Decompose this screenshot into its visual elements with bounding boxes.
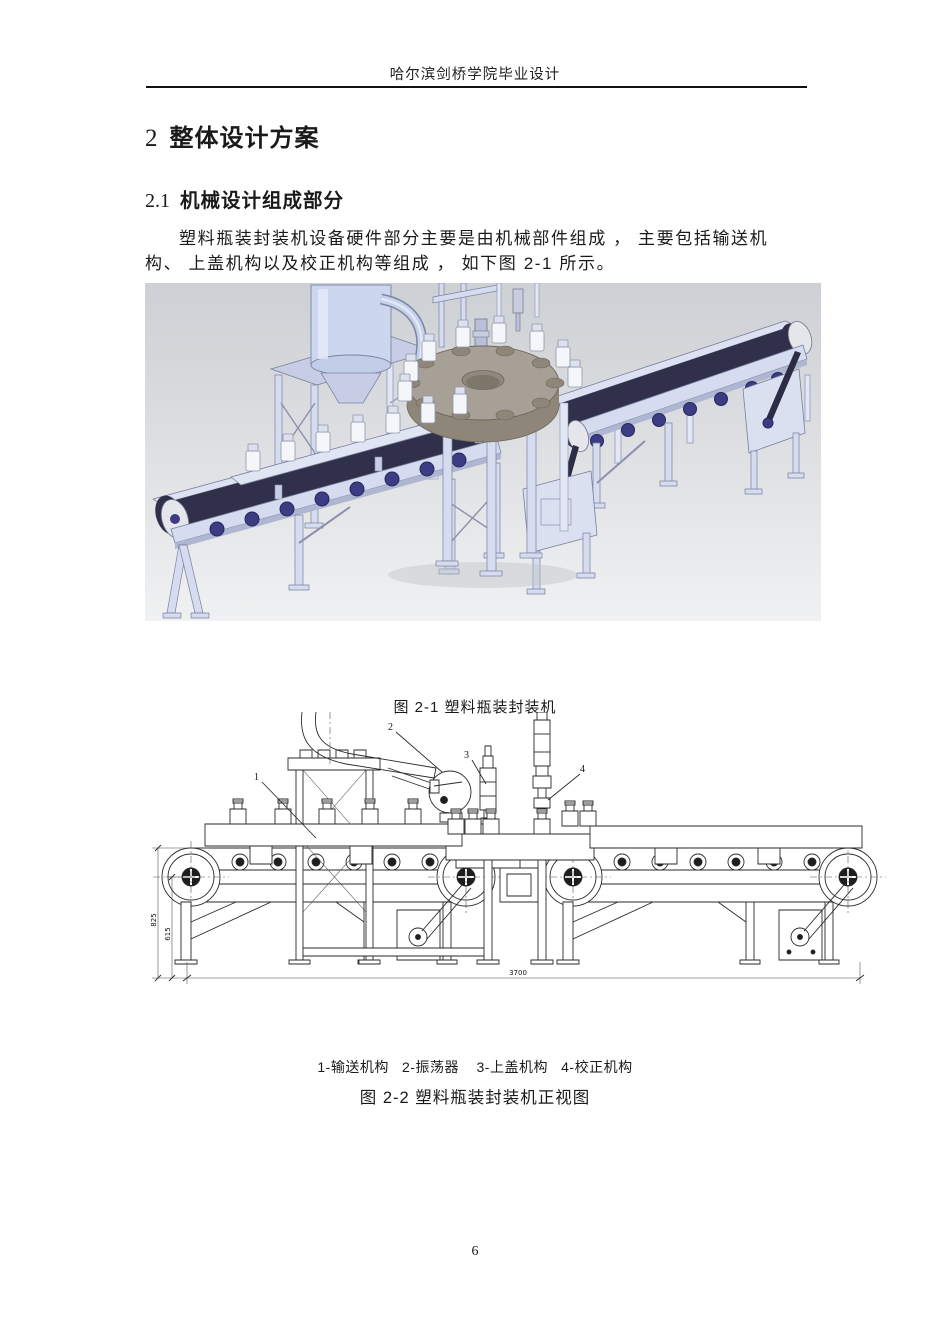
callout-3: 3 [464, 750, 469, 761]
dim-height-outer: 825 [150, 913, 158, 926]
section-number: 2.1 [145, 190, 170, 212]
callout-2: 2 [388, 722, 393, 733]
header-rule [146, 86, 807, 88]
figure-2-2-drawing: 1 2 3 4 825 615 3700 [150, 712, 887, 1012]
figure-2-1-caption: 图 2-1 塑料瓶装封装机 [393, 699, 557, 716]
dim-length-total: 3700 [509, 969, 527, 977]
bottle-rails-front [205, 798, 862, 864]
chapter-number: 2 [145, 125, 158, 152]
figure-2-2-caption: 图 2-2 塑料瓶装封装机正视图 [359, 1089, 591, 1107]
page-number: 6 [471, 1244, 479, 1259]
callout-labels: 1 2 3 4 [254, 722, 585, 838]
page-header-title: 哈尔滨剑桥学院毕业设计 [389, 67, 561, 83]
callout-1: 1 [254, 772, 259, 783]
figure-2-1-render [145, 283, 821, 621]
filling-gantry [432, 283, 540, 365]
figure-2-2-legend: 1-输送机构 2-振荡器 3-上盖机构 4-校正机构 [317, 1059, 633, 1075]
section-title: 机械设计组成部分 [180, 190, 345, 212]
dim-height-inner: 615 [164, 927, 172, 940]
callout-4: 4 [580, 764, 585, 775]
chapter-title: 整体设计方案 [169, 125, 320, 152]
rotary-table-disc [388, 345, 578, 588]
chapter-heading: 2 整体设计方案 [145, 118, 320, 153]
correcting-cylinder [533, 712, 551, 824]
conveyor-3d-right [548, 320, 813, 509]
central-table-front [446, 834, 594, 964]
oscillator-front [388, 768, 471, 822]
dimension-lines: 825 615 3700 [150, 845, 864, 984]
body-paragraph: 塑料瓶装封装机设备硬件部分主要是由机械部件组成 ， 主要包括输送机 构、 上盖机… [145, 226, 825, 276]
paragraph-line-2: 构、 上盖机构以及校正机构等组成 ， 如下图 2-1 所示。 [145, 254, 616, 273]
paragraph-line-1: 塑料瓶装封装机设备硬件部分主要是由机械部件组成 ， 主要包括输送机 [179, 229, 769, 248]
section-heading: 2.1 机械设计组成部分 [145, 184, 344, 213]
